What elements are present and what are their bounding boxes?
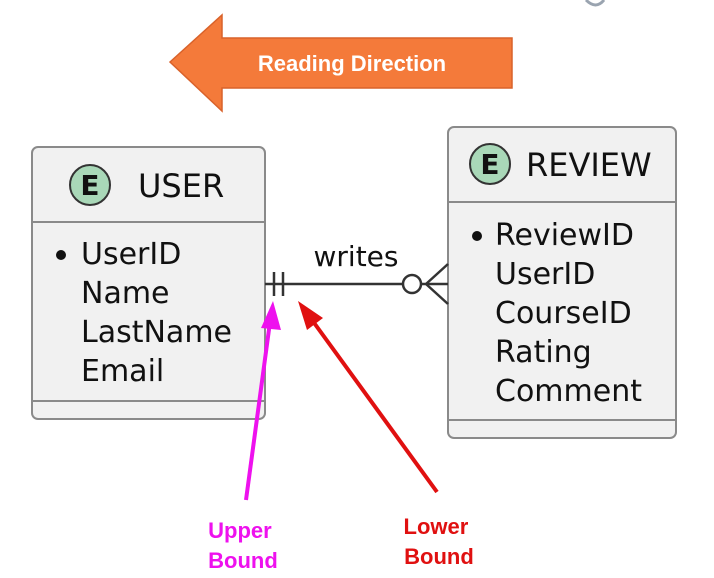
reading-direction-arrow: Reading Direction [168, 13, 513, 113]
entity-user-pk: UserID [81, 237, 181, 272]
entity-review-attr-courseid: CourseID [495, 296, 632, 331]
entity-user-pk-bullet-icon [56, 250, 66, 260]
upper-bound-arrow-head [261, 301, 281, 330]
reading-direction-arrow-shape [168, 13, 513, 113]
zero-optional-circle [401, 273, 423, 295]
relationship-writes[interactable]: writes [265, 240, 449, 305]
lower-bound-label: Lower Bound [404, 514, 475, 569]
entity-review-badge-icon [469, 143, 511, 185]
upper-bound-arrow-shaft [244, 321, 272, 501]
entity-review-box [447, 126, 677, 439]
entity-review-pk: ReviewID [495, 218, 634, 253]
entity-user-badge-icon [69, 164, 111, 206]
upper-bound-label: Upper Bound [208, 518, 278, 573]
corner-decoration-arc [584, 0, 606, 7]
entity-user[interactable]: E USER UserID Name LastName Email [31, 146, 266, 420]
upper-bound-annotation: Upper Bound [208, 301, 281, 573]
entity-user-badge-letter: E [80, 169, 99, 202]
entity-user-attr-name: Name [81, 276, 170, 311]
entity-user-attr-email: Email [81, 354, 164, 389]
entity-review-pk-bullet-icon [472, 231, 482, 241]
entity-user-title: USER [138, 167, 224, 205]
entity-review-attr-comment: Comment [495, 374, 642, 409]
lower-bound-arrow-head [298, 301, 323, 330]
crowfoot-upper [425, 263, 449, 285]
entity-review-attr-userid: UserID [495, 257, 595, 292]
crowfoot-lower [425, 283, 449, 305]
entity-review-badge-letter: E [480, 148, 499, 181]
entity-user-attr-lastname: LastName [81, 315, 232, 350]
entity-review-attr-rating: Rating [495, 335, 592, 370]
lower-bound-annotation: Lower Bound [298, 301, 474, 569]
reading-direction-label: Reading Direction [258, 51, 446, 76]
relationship-label: writes [314, 240, 399, 273]
entity-review-title: REVIEW [526, 146, 652, 184]
entity-review[interactable]: E REVIEW ReviewID UserID CourseID Rating… [447, 126, 677, 439]
lower-bound-arrow-shaft [310, 318, 439, 494]
